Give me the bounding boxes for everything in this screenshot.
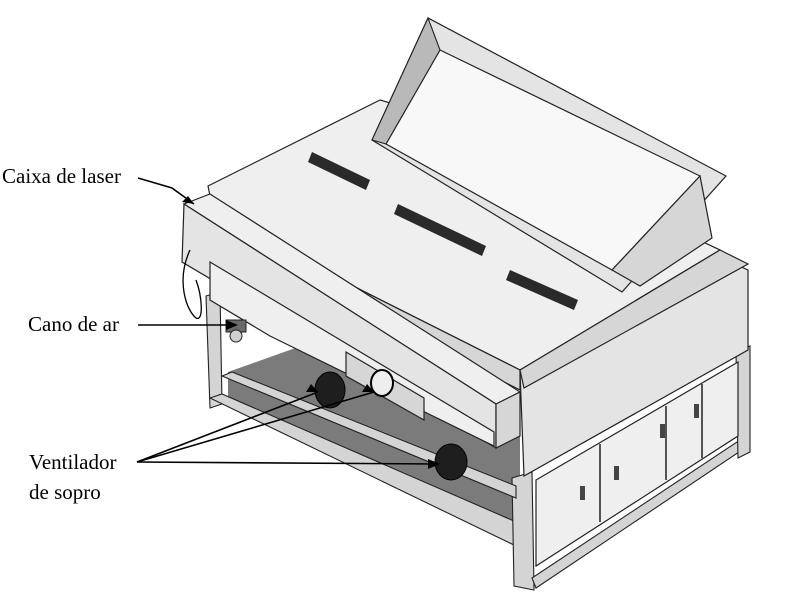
label-blower-fan-line2: de sopro: [29, 480, 101, 504]
cabinet-handle-4: [694, 404, 699, 418]
label-blower-fan-line1: Ventilador: [29, 450, 116, 474]
frame-left-front-leg: [205, 291, 223, 409]
callout-blower-fan: Ventilador de sopro: [29, 384, 440, 504]
lid-inner-edge: [371, 16, 441, 145]
label-laser-box: Caixa de laser: [2, 164, 121, 188]
laser-cutting-machine: [181, 16, 751, 591]
vent-slots-left: [308, 152, 370, 190]
label-air-pipe: Cano de ar: [28, 312, 119, 336]
cabinet-handle-1: [580, 486, 585, 500]
callout-air-pipe: Cano de ar: [28, 312, 238, 336]
blower-fan-right: [434, 443, 468, 481]
right-cabinet-doors-panel: [535, 360, 739, 568]
right-top-lip: [519, 249, 750, 389]
cabinet-handle-3: [660, 424, 665, 438]
vent-slots-center: [394, 204, 486, 256]
vent-slots-right: [506, 270, 578, 310]
cabinet-handle-2: [614, 466, 619, 480]
callout-laser-box: Caixa de laser: [2, 164, 195, 205]
power-cable: [182, 249, 202, 319]
lid-side-support: [611, 174, 713, 287]
laser-box-end: [495, 391, 521, 449]
blower-fan-center: [370, 369, 394, 397]
